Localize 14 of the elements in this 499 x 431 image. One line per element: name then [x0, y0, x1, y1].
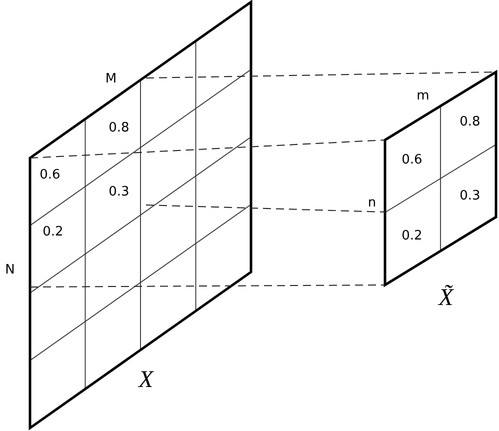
- dimension-label: M: [105, 72, 117, 86]
- cell-value: 0.8: [108, 122, 130, 134]
- cell-value: 0.2: [42, 226, 64, 238]
- dimension-label: m: [416, 90, 430, 102]
- cell-value: 0.3: [108, 186, 130, 198]
- cell-value: 0.6: [402, 154, 422, 166]
- matrix-symbol: X: [138, 368, 154, 392]
- cell-value: 0.6: [40, 168, 60, 182]
- cell-value: 0.2: [402, 230, 422, 242]
- cell-value: 0.8: [460, 116, 480, 128]
- dimension-label: N: [5, 264, 15, 276]
- matrix-symbol: X̃: [438, 286, 454, 310]
- cell-value: 0.3: [460, 190, 480, 202]
- dimension-label: n: [368, 196, 376, 210]
